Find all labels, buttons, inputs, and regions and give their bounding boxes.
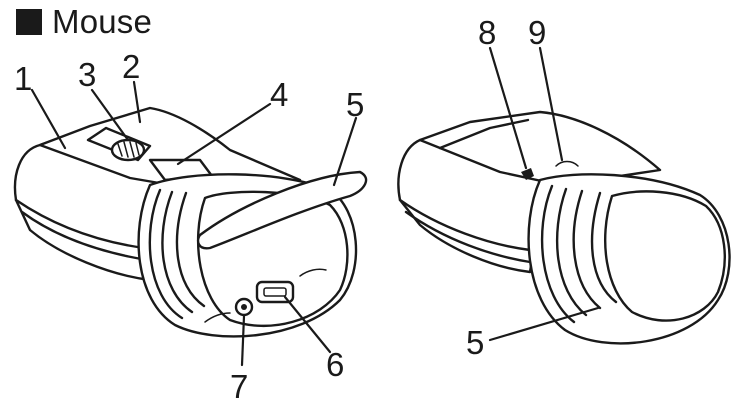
callout-7: 7: [230, 368, 249, 405]
callout-6: 6: [326, 346, 345, 383]
leader-5-right: [488, 306, 600, 342]
callout-5-right: 5: [466, 324, 485, 361]
leader-1: [30, 88, 67, 150]
leader-lines: [30, 46, 600, 367]
callout-5-left: 5: [346, 86, 365, 123]
callout-2: 2: [122, 48, 141, 85]
callout-8: 8: [478, 14, 497, 51]
leader-6: [283, 295, 332, 354]
callout-3: 3: [78, 56, 97, 93]
callout-4: 4: [270, 76, 289, 113]
callout-1: 1: [14, 60, 33, 97]
leader-9: [538, 46, 564, 162]
leader-3: [90, 88, 130, 142]
mouse-front-view: [13, 106, 368, 338]
diagram-title: Mouse: [16, 4, 152, 40]
title-text: Mouse: [52, 3, 153, 40]
leader-2: [132, 80, 142, 124]
callout-9: 9: [528, 14, 547, 51]
mouse-back-view: [397, 110, 731, 345]
leader-5-left: [332, 116, 358, 187]
filled-square-icon: [16, 9, 42, 35]
leader-7: [240, 314, 246, 367]
leader-4: [176, 102, 272, 166]
leader-8: [488, 46, 528, 170]
